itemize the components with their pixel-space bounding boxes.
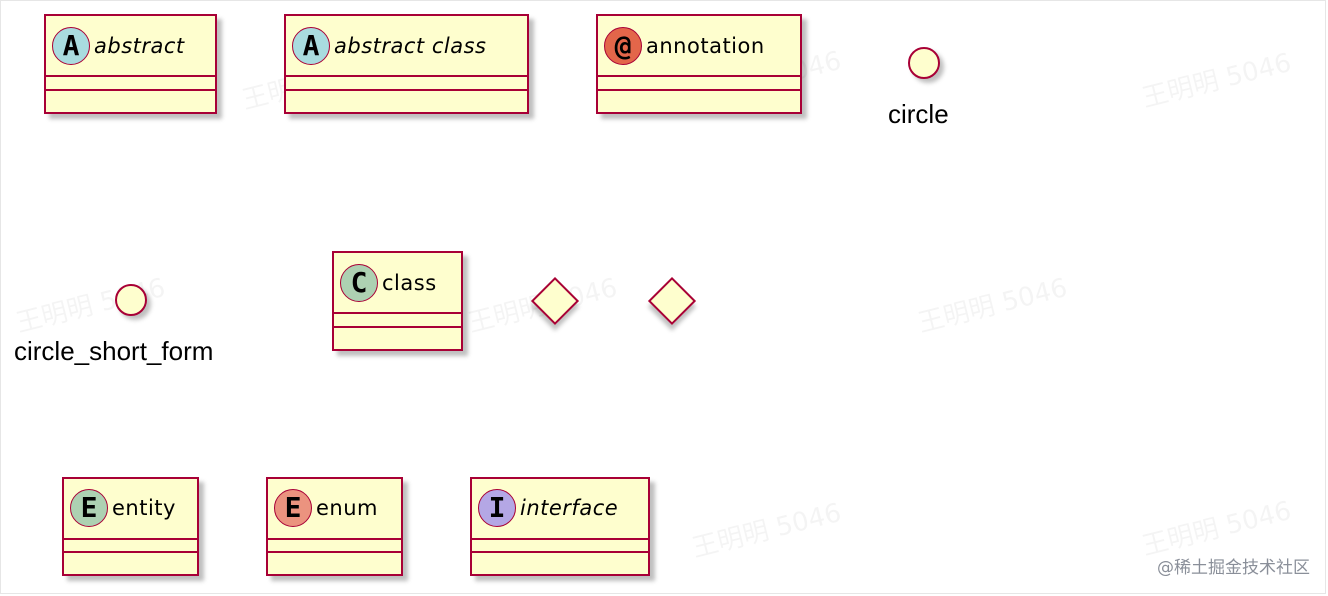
class-header: I interface (472, 479, 648, 540)
class-box-interface[interactable]: I interface (470, 477, 650, 576)
attributes-compartment (286, 77, 527, 91)
attributes-compartment (268, 540, 401, 554)
class-header: E entity (64, 479, 197, 540)
class-box-abstract[interactable]: A abstract (44, 14, 217, 114)
stereotype-abstract-icon: A (292, 26, 330, 65)
class-name: interface (520, 496, 619, 521)
class-name: class (382, 270, 437, 295)
class-name: abstract class (334, 33, 487, 58)
circle-node-circle-short-form[interactable] (115, 284, 147, 316)
class-header: @ annotation (598, 16, 800, 78)
class-box-entity[interactable]: E entity (62, 477, 199, 576)
circle-label: circle_short_form (14, 336, 214, 366)
stereotype-annotation-icon: @ (604, 26, 642, 65)
stereotype-interface-icon: I (478, 489, 516, 528)
attributes-compartment (472, 540, 648, 554)
class-name: abstract (94, 33, 185, 58)
class-box-class[interactable]: C class (332, 251, 463, 351)
class-header: A abstract class (286, 16, 527, 78)
class-header: A abstract (46, 16, 215, 78)
class-box-abstract-class[interactable]: A abstract class (284, 14, 529, 114)
circle-node-circle[interactable] (908, 47, 940, 79)
class-header: E enum (268, 479, 401, 540)
attributes-compartment (64, 540, 197, 554)
class-header: C class (334, 253, 461, 315)
class-name: entity (112, 496, 176, 521)
stereotype-entity-icon: E (70, 489, 108, 528)
circle-label: circle (888, 99, 949, 129)
class-name: enum (316, 496, 378, 521)
source-credit: @稀土掘金技术社区 (1157, 558, 1310, 578)
class-box-enum[interactable]: E enum (266, 477, 403, 576)
stereotype-abstract-icon: A (52, 26, 90, 65)
stereotype-enum-icon: E (274, 489, 312, 528)
stereotype-class-icon: C (340, 263, 378, 302)
attributes-compartment (598, 77, 800, 91)
class-name: annotation (646, 33, 765, 58)
class-box-annotation[interactable]: @ annotation (596, 14, 802, 114)
attributes-compartment (334, 314, 461, 328)
attributes-compartment (46, 77, 215, 91)
